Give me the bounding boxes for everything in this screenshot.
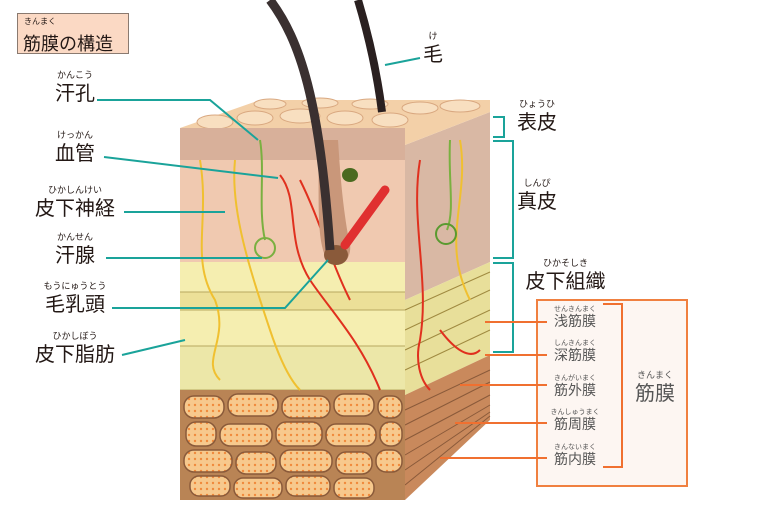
- ruby: きんないまく: [554, 443, 596, 451]
- label-text: 汗腺: [55, 243, 95, 267]
- fascia-leader-lines: [440, 303, 623, 468]
- label-text: 皮下神経: [35, 196, 115, 220]
- fascia-box: [536, 299, 688, 487]
- title-text: 筋膜の構造: [23, 34, 113, 55]
- title-ruby: きんまく: [24, 17, 56, 26]
- fat-layer-1: [180, 262, 405, 292]
- ruby: け: [428, 32, 438, 42]
- hair-shaft: [266, 0, 335, 251]
- ruby: ひょうひ: [518, 100, 555, 110]
- diagram-title: きんまく 筋膜の構造: [17, 13, 129, 55]
- label-text: 浅筋膜: [554, 314, 596, 330]
- label-text: 血管: [55, 141, 95, 165]
- label-fascia-group: きんまく 筋膜: [627, 371, 683, 405]
- label-superficial-fascia: せんきんまく 浅筋膜: [548, 305, 602, 330]
- label-text: 筋内膜: [554, 452, 596, 468]
- label-text: 筋外膜: [554, 383, 596, 399]
- label-subcutaneous-fat: ひかしぼう 皮下脂肪: [25, 332, 125, 366]
- label-blood-vessel: けっかん 血管: [45, 131, 105, 165]
- label-text: 筋膜: [635, 381, 675, 405]
- ruby: けっかん: [56, 131, 93, 141]
- label-text: 毛乳頭: [45, 292, 105, 316]
- label-sweat-pore: かんこう 汗孔: [45, 71, 105, 105]
- ruby: きんしゅうまく: [550, 408, 600, 416]
- ruby: きんがいまく: [554, 374, 596, 382]
- arrector-pili-muscle: [340, 185, 390, 250]
- ruby: ひかしぼう: [52, 332, 98, 342]
- sebaceous-gland: [342, 168, 358, 182]
- ruby: かんせん: [56, 233, 93, 243]
- label-text: 皮下脂肪: [35, 342, 115, 366]
- sweat-gland: [254, 237, 276, 259]
- label-endomysium: きんないまく 筋内膜: [548, 443, 602, 468]
- label-text: 筋周膜: [554, 417, 596, 433]
- ruby: しんきんまく: [554, 339, 596, 347]
- leader-lines: [97, 57, 514, 356]
- label-hair: け 毛: [418, 32, 448, 66]
- label-sweat-gland: かんせん 汗腺: [45, 233, 105, 267]
- label-text: 汗孔: [55, 81, 95, 105]
- ruby: しんぴ: [523, 179, 551, 189]
- label-text: 真皮: [517, 189, 557, 213]
- label-dermal-papilla: もうにゅうとう 毛乳頭: [35, 282, 115, 316]
- sweat-duct: [259, 139, 266, 241]
- label-epimysium: きんがいまく 筋外膜: [548, 374, 602, 399]
- epidermis-layer: [180, 128, 405, 160]
- hair-shaft-2: [354, 0, 386, 113]
- hair-follicle: [266, 0, 390, 265]
- label-dermis: しんぴ 真皮: [512, 179, 562, 213]
- ruby: ひかしんけい: [47, 186, 102, 196]
- label-deep-fascia: しんきんまく 深筋膜: [548, 339, 602, 364]
- muscle-fibers: [183, 393, 403, 499]
- ruby: かんこう: [56, 71, 93, 81]
- label-text: 深筋膜: [554, 348, 596, 364]
- label-text: 皮下組織: [525, 269, 606, 293]
- ruby: きんまく: [636, 371, 673, 381]
- nerve: [199, 159, 221, 381]
- ruby: ひかそしき: [542, 259, 588, 269]
- label-subcutaneous-nerve: ひかしんけい 皮下神経: [25, 186, 125, 220]
- label-subcutaneous-tissue: ひかそしき 皮下組織: [518, 259, 613, 293]
- label-text: 表皮: [517, 110, 557, 134]
- label-epidermis: ひょうひ 表皮: [512, 100, 562, 134]
- ruby: もうにゅうとう: [43, 282, 107, 292]
- label-text: 毛: [423, 42, 443, 66]
- ruby: せんきんまく: [554, 305, 596, 313]
- block-front-face: [180, 128, 405, 500]
- label-perimysium: きんしゅうまく 筋周膜: [546, 408, 604, 433]
